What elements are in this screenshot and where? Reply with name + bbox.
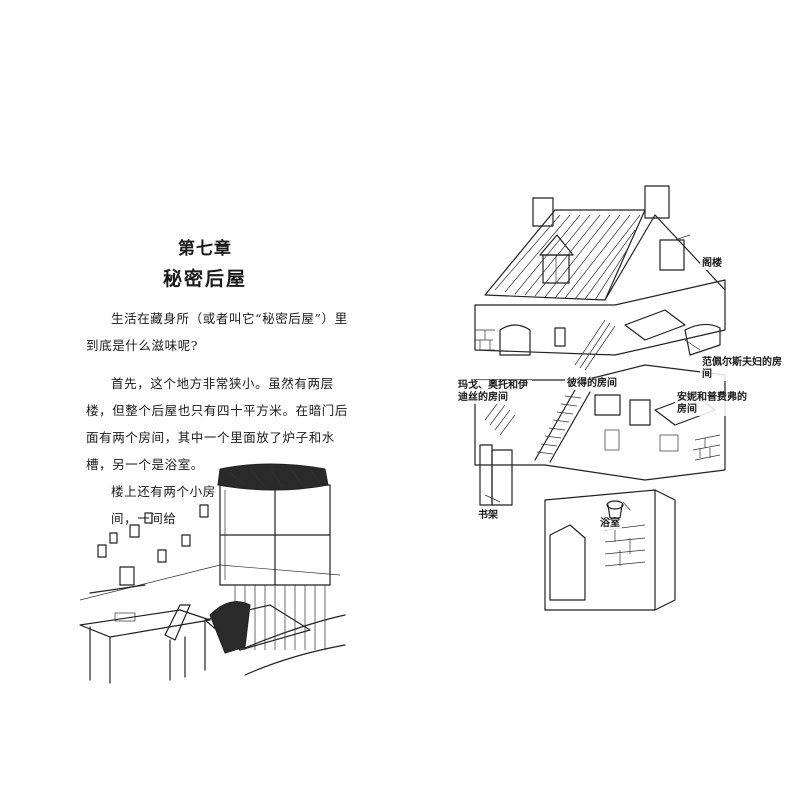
label-anne-fritz-room: 安妮和普费弗的房间 — [675, 392, 751, 416]
paragraph-2-line-2: 楼上还有两个小房 — [111, 484, 216, 499]
label-peter-room: 彼得的房间 — [565, 378, 619, 390]
paragraph-2-line-1: 首先，这个地方非常狭小。虽然有两层楼，但整个后屋也只有四十平方米。在暗门后面有两… — [86, 376, 349, 472]
label-bathroom: 浴室 — [598, 518, 622, 530]
chapter-number: 第七章 — [178, 239, 232, 259]
house-cutaway-illustration — [474, 185, 726, 611]
paragraph-1: 生活在藏身所（或者叫它“秘密后屋”）里到底是什么滋味呢? — [86, 311, 348, 353]
paragraph-2: 首先，这个地方非常狭小。虽然有两层楼，但整个后屋也只有四十平方米。在暗门后面有两… — [86, 370, 358, 532]
room-illustration — [79, 463, 346, 684]
label-bookcase: 书架 — [476, 510, 500, 522]
label-margot-room: 玛戈、奥托和伊迪丝的房间 — [456, 380, 532, 404]
chapter-title: 秘密后屋 — [162, 268, 247, 290]
paragraph-2-line-3: 间，一间给 — [111, 511, 177, 526]
label-van-pels-room: 范佩尔斯夫妇的房间 — [700, 357, 784, 381]
label-attic: 阁楼 — [700, 258, 724, 270]
